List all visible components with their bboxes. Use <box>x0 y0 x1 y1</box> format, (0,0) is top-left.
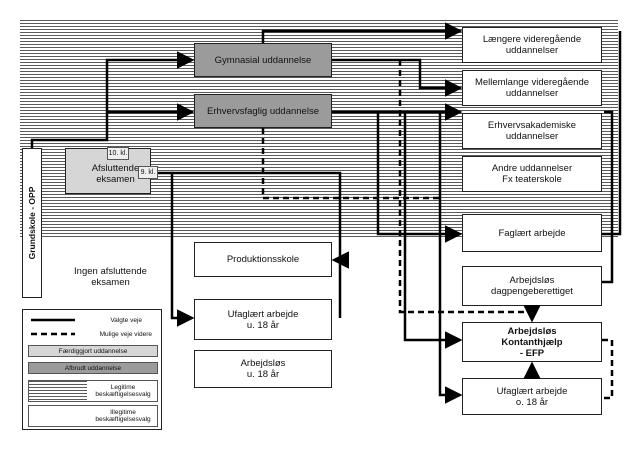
legend-legitime: Legitime beskæftigelsesvalg <box>28 380 158 402</box>
line-gymnasial-mellemlange <box>332 58 463 97</box>
faglaert-label: Faglært arbejde <box>498 227 566 239</box>
legend-afbrudt-label: Afbrudt uddannelse <box>64 364 122 372</box>
andre-box: Andre uddannelser Fx teaterskole <box>462 156 602 192</box>
line-right-return-mid <box>602 110 614 284</box>
dashed-erhv-dropout <box>261 128 440 200</box>
line-produktion-up <box>172 171 342 318</box>
produktionsskole-box: Produktionsskole <box>194 242 332 277</box>
kontanthjaelp-box: Arbejdsløs Kontanthjælp - EFP <box>462 322 602 362</box>
legend-legitime-swatch <box>29 381 87 401</box>
line-right-return-top <box>602 31 622 236</box>
legend-illegitime: Illegitime beskæftigelsesvalg <box>28 405 158 427</box>
ufaglaert-u18-label: Ufaglært arbejde u. 18 år <box>227 308 299 331</box>
tag-10-kl: 10. kl. <box>107 147 129 160</box>
laengere-label: Længere videregående uddannelser <box>482 34 582 56</box>
andre-label: Andre uddannelser Fx teaterskole <box>491 163 573 185</box>
legend-faerdiggjort: Færdiggjort uddannelse <box>28 345 158 357</box>
mellemlange-box: Mellemlange videregående uddannelser <box>462 70 602 106</box>
legend-mulige-label: Mulige veje videre <box>99 330 152 338</box>
legend-valgte: Valgte veje <box>28 314 158 326</box>
gymnasial-box: Gymnasial uddannelse <box>194 43 332 77</box>
gymnasial-label: Gymnasial uddannelse <box>214 54 312 66</box>
legend-illegitime-label: Illegitime beskæftigelsesvalg <box>95 409 151 423</box>
afsluttende-eksamen-box: Afsluttende eksamen <box>65 148 151 194</box>
ufaglaert-u18-box: Ufaglært arbejde u. 18 år <box>194 299 332 340</box>
legend: Valgte veje Mulige veje videre Færdiggjo… <box>22 309 162 430</box>
ingen-afsluttende-box: Ingen afsluttende eksamen <box>63 251 158 303</box>
laengere-box: Længere videregående uddannelser <box>462 27 602 63</box>
dashed-kontant-loop <box>602 338 614 400</box>
dagpenge-label: Arbejdsløs dagpengeberettiget <box>491 275 573 297</box>
line-grundskole-gymnasial <box>30 51 195 148</box>
line-gymnasial-top <box>261 22 463 43</box>
erhvervsfaglig-box: Erhvervsfaglig uddannelse <box>194 94 332 128</box>
dagpenge-box: Arbejdsløs dagpengeberettiget <box>462 266 602 306</box>
legend-faerdiggjort-label: Færdiggjort uddannelse <box>58 347 128 355</box>
arbejdslos-u18-box: Arbejdsløs u. 18 år <box>194 350 332 388</box>
ufaglaert-o18-label: Ufaglært arbejde o. 18 år <box>496 385 568 408</box>
ingen-afsluttende-label: Ingen afsluttende eksamen <box>74 266 147 288</box>
line-9kl-ufaglaert <box>158 171 195 327</box>
tag-10-kl-label: 10. kl. <box>108 150 128 157</box>
grundskole-box: Grundskole - OPP <box>22 148 42 298</box>
line-erhv-ufaglaert-o18 <box>438 112 463 404</box>
dashed-gymnasial-kontant <box>398 60 541 323</box>
line-erhv-faglaert <box>376 112 463 243</box>
produktionsskole-label: Produktionsskole <box>226 254 300 265</box>
legend-valgte-label: Valgte veje <box>110 316 142 324</box>
tag-9-kl: 9. kl. <box>138 166 158 179</box>
legend-afbrudt: Afbrudt uddannelse <box>28 362 158 374</box>
legend-mulige: Mulige veje videre <box>28 328 158 340</box>
arbejdslos-u18-label: Arbejdsløs u. 18 år <box>240 358 286 380</box>
mellemlange-label: Mellemlange videregående uddannelser <box>474 77 590 99</box>
kontanthjaelp-label: Arbejdsløs Kontanthjælp - EFP <box>501 325 563 359</box>
tag-9-kl-label: 9. kl. <box>140 169 156 176</box>
erhvervsakademiske-label: Erhvervsakademiske uddannelser <box>487 120 577 142</box>
erhvervsfaglig-label: Erhvervsfaglig uddannelse <box>207 105 319 117</box>
line-erhv-kontant <box>403 112 463 349</box>
erhvervsakademiske-box: Erhvervsakademiske uddannelser <box>462 113 602 149</box>
afsluttende-eksamen-label: Afsluttende eksamen <box>91 162 140 185</box>
legend-lines <box>31 318 75 336</box>
legend-legitime-label: Legitime beskæftigelsesvalg <box>95 384 151 398</box>
faglaert-box: Faglært arbejde <box>462 214 602 252</box>
